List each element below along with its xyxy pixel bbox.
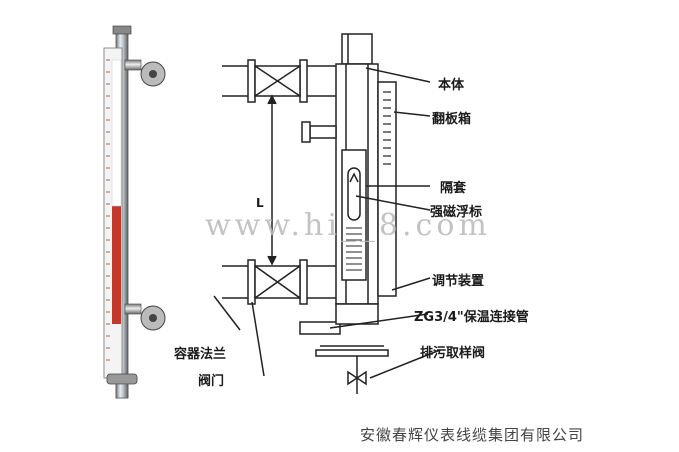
label-body: 本体 (438, 78, 465, 93)
upper-valve-left-flange (247, 59, 256, 103)
bottom-flange (106, 373, 138, 385)
insulation-connector (299, 321, 341, 335)
lower-valve-icon (254, 264, 301, 300)
schematic (213, 33, 441, 394)
label-insulation-pipe: ZG3/4"保温连接管 (414, 310, 529, 325)
label-sleeve: 隔套 (440, 181, 467, 196)
label-magnetic-float: 强磁浮标 (430, 205, 483, 220)
upper-valve-icon (254, 64, 301, 98)
body-top-cap (341, 33, 373, 65)
scale-ticks (106, 59, 110, 361)
label-adjusting-device: 调节装置 (432, 274, 485, 289)
label-vessel-flange: 容器法兰 (174, 347, 227, 362)
company-footer: 安徽春辉仪表线缆集团有限公司 (360, 426, 585, 444)
watermark: www.hi__8.com (205, 208, 491, 243)
label-dimension-l: L (256, 196, 264, 210)
label-flap-box: 翻板箱 (432, 112, 472, 127)
label-drain-sampling-valve: 排污取样阀 (420, 346, 486, 361)
indicator-red-section (112, 206, 121, 324)
label-valve: 阀门 (198, 374, 225, 389)
drain-valve-icon (347, 370, 367, 386)
gauge-photo (103, 25, 166, 399)
flap-box (377, 81, 397, 297)
